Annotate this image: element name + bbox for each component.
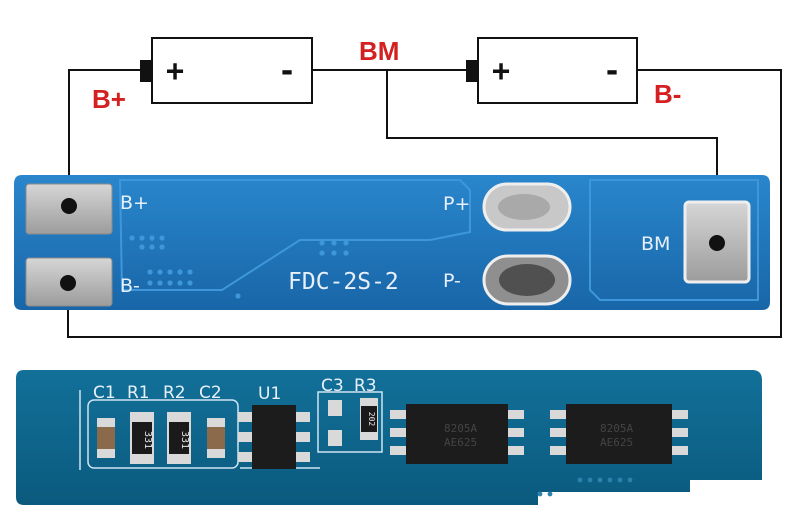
resistor-r1-code: 331 bbox=[142, 431, 153, 449]
resistor-r2: 331 bbox=[167, 412, 191, 464]
pad-p-minus-label: P- bbox=[443, 270, 461, 292]
cell-right-minus: - bbox=[603, 54, 621, 89]
bottom-via-cluster bbox=[537, 477, 633, 497]
pad-bm-label: BM bbox=[641, 233, 670, 255]
designator-c1: C1 bbox=[93, 383, 116, 403]
resistor-r3-code: 202 bbox=[367, 412, 376, 427]
pad-p-plus-label: P+ bbox=[443, 193, 470, 215]
pad-b-minus: B- bbox=[25, 257, 140, 307]
mosfet-ic1: 8205A AE625 bbox=[390, 404, 524, 464]
pcb-top-side: B+ B- P+ P- FDC-2S-2 BM bbox=[14, 175, 770, 310]
resistor-r1: 331 bbox=[130, 412, 154, 464]
pcb-bottom-side: C1 R1 R2 C2 U1 C3 R3 331 331 bbox=[16, 370, 762, 505]
wire-b-minus bbox=[67, 69, 782, 338]
battery-cell-right: + - bbox=[466, 37, 638, 104]
board-model: FDC-2S-2 bbox=[288, 269, 399, 295]
wiring bbox=[67, 69, 782, 338]
capacitor-c2 bbox=[207, 418, 225, 458]
ic1-marking2: AE625 bbox=[444, 436, 477, 449]
capacitor-c3 bbox=[328, 400, 342, 446]
wire-b-plus bbox=[68, 69, 140, 206]
label-b-minus: B- bbox=[654, 79, 681, 109]
label-b-plus: B+ bbox=[92, 84, 126, 114]
cell-right-plus: + bbox=[492, 54, 510, 89]
capacitor-c1 bbox=[97, 418, 115, 458]
mosfet-ic2: 8205A AE625 bbox=[550, 404, 688, 464]
designator-r2: R2 bbox=[163, 383, 186, 403]
resistor-r3: 202 bbox=[360, 398, 378, 440]
pad-b-plus-label: B+ bbox=[120, 192, 149, 214]
cell-left-plus: + bbox=[166, 54, 184, 89]
pad-p-plus: P+ bbox=[443, 182, 572, 232]
designator-r3: R3 bbox=[354, 376, 377, 396]
designator-c2: C2 bbox=[199, 383, 222, 403]
label-bm: BM bbox=[359, 36, 399, 66]
ic2-marking: 8205A bbox=[600, 422, 633, 435]
pad-bm: BM bbox=[641, 200, 751, 284]
ic2-marking2: AE625 bbox=[600, 436, 633, 449]
pad-b-plus: B+ bbox=[25, 183, 149, 235]
cell-left-minus: - bbox=[278, 54, 296, 89]
designator-u1: U1 bbox=[258, 384, 281, 404]
ic1-marking: 8205A bbox=[444, 422, 477, 435]
designator-r1: R1 bbox=[127, 383, 150, 403]
pad-b-minus-label: B- bbox=[120, 275, 140, 297]
designator-c3: C3 bbox=[321, 376, 344, 396]
resistor-r2-code: 331 bbox=[179, 431, 190, 449]
pad-p-minus: P- bbox=[443, 254, 572, 306]
via-cluster bbox=[129, 235, 349, 299]
battery-cell-left: + - bbox=[140, 37, 313, 104]
chip-u1 bbox=[238, 405, 310, 469]
